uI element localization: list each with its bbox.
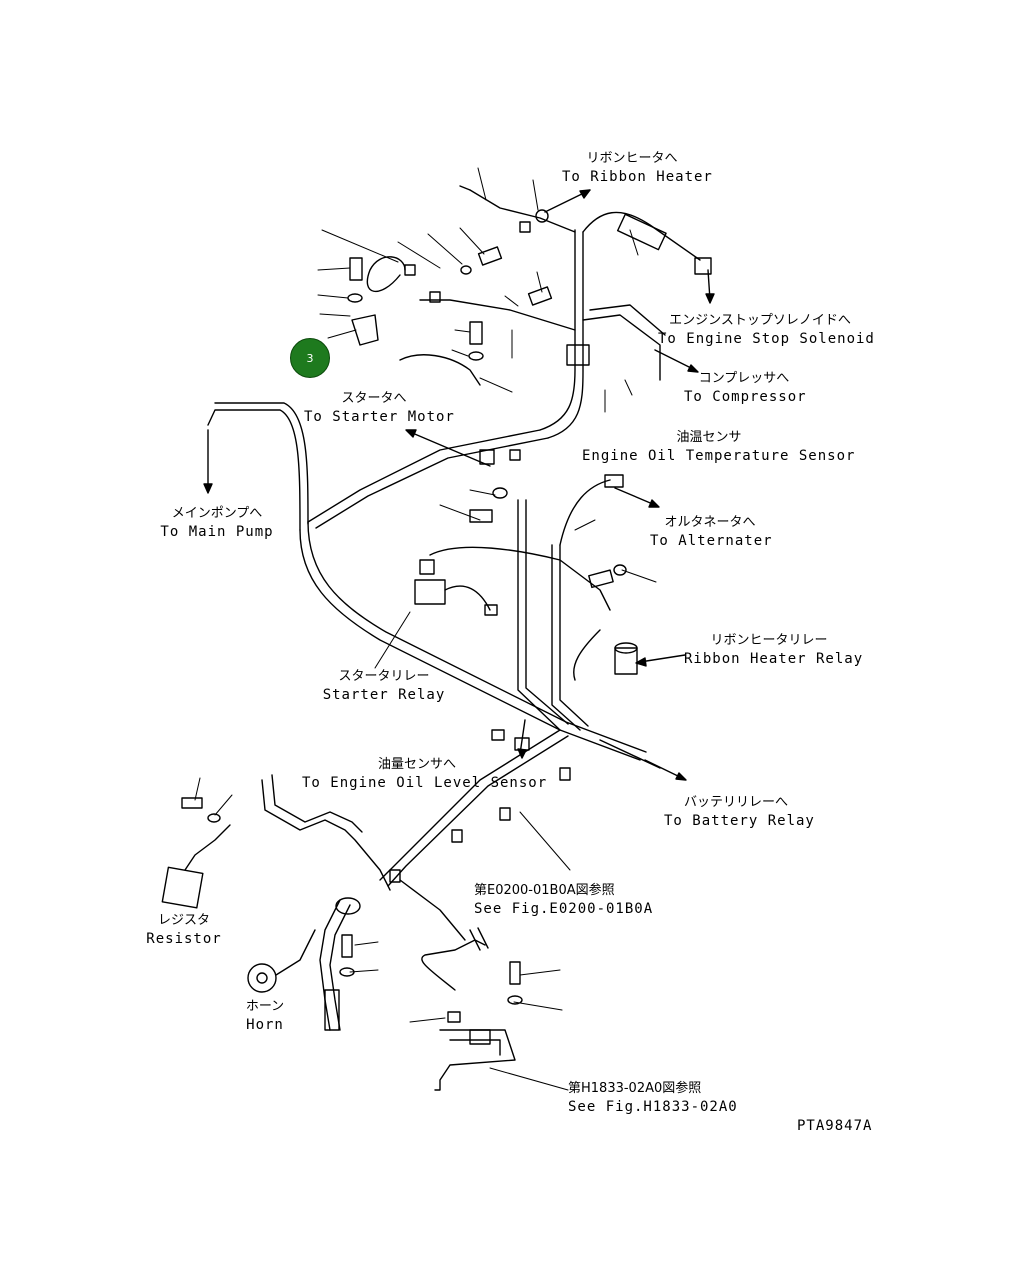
label-jp: コンプレッサへ [698,371,790,386]
label-to-engine-stop-solenoid: エンジンストップソレノイドへ To Engine Stop Solenoid [658,312,875,348]
label-see-fig-e0200: 第E0200-01B0A図参照 See Fig.E0200-01B0A [474,882,654,918]
label-en: To Engine Oil Level Sensor [302,775,548,791]
label-en: To Compressor [684,389,807,405]
upper-branches [419,185,712,381]
label-jp: 第E0200-01B0A図参照 [474,883,615,898]
label-engine-oil-temperature-sensor: 油温センサ Engine Oil Temperature Sensor [582,429,856,465]
label-jp: スタータリレー [338,669,430,684]
label-jp: 油温センサ [676,430,742,445]
label-jp: バッテリリレーへ [683,795,788,810]
label-en: To Alternater [650,533,773,549]
label-en: To Starter Motor [304,409,455,425]
label-en: Engine Oil Temperature Sensor [582,448,856,464]
drawing-code: PTA9847A [797,1118,873,1134]
label-en: To Ribbon Heater [562,169,713,185]
label-en: Ribbon Heater Relay [684,651,864,667]
label-to-battery-relay: バッテリリレーへ To Battery Relay [664,794,815,830]
label-en: Horn [246,1017,284,1033]
label-en: To Engine Stop Solenoid [658,331,875,347]
main-harness [207,229,661,887]
label-resistor: レジスタ Resistor [146,912,222,948]
lower-bracket [421,939,523,1091]
label-jp: オルタネータへ [664,515,756,530]
label-jp: エンジンストップソレノイドへ [669,313,851,328]
label-jp: スタータへ [341,391,407,406]
label-to-starter-motor: スタータへ To Starter Motor [304,390,455,426]
label-jp: レジスタ [157,913,210,928]
label-ribbon-heater-relay: リボンヒータリレー Ribbon Heater Relay [684,632,864,668]
label-to-main-pump: メインポンプへ To Main Pump [158,505,276,541]
label-to-compressor: コンプレッサへ To Compressor [684,370,807,406]
resistor-horn-area [161,774,391,1031]
label-en: To Main Pump [160,524,274,540]
leader-lines [194,167,657,1091]
label-en: See Fig.H1833-02A0 [568,1099,738,1115]
label-en: To Battery Relay [664,813,815,829]
label-to-alternator: オルタネータへ To Alternater [650,514,773,550]
part-callout-3[interactable]: 3 [290,338,330,378]
label-see-fig-h1833: 第H1833-02A0図参照 See Fig.H1833-02A0 [568,1080,738,1116]
label-en: Resistor [146,931,222,947]
label-jp: メインポンプへ [171,506,263,521]
label-jp: 油量センサへ [377,757,456,772]
label-jp: ホーン [245,999,285,1014]
label-to-engine-oil-level-sensor: 油量センサへ To Engine Oil Level Sensor [302,756,548,792]
label-jp: 第H1833-02A0図参照 [568,1081,702,1096]
label-to-ribbon-heater: リボンヒータへ To Ribbon Heater [562,150,713,186]
label-jp: リボンヒータリレー [710,633,828,648]
label-en: See Fig.E0200-01B0A [474,901,654,917]
harness-clips [389,767,571,951]
label-horn: ホーン Horn [238,998,292,1034]
label-starter-relay: スタータリレー Starter Relay [322,668,446,704]
direction-arrows [203,189,715,781]
label-jp: リボンヒータへ [586,151,678,166]
label-en: Starter Relay [322,687,446,703]
relay-clusters [414,449,638,751]
left-hardware [347,246,553,386]
